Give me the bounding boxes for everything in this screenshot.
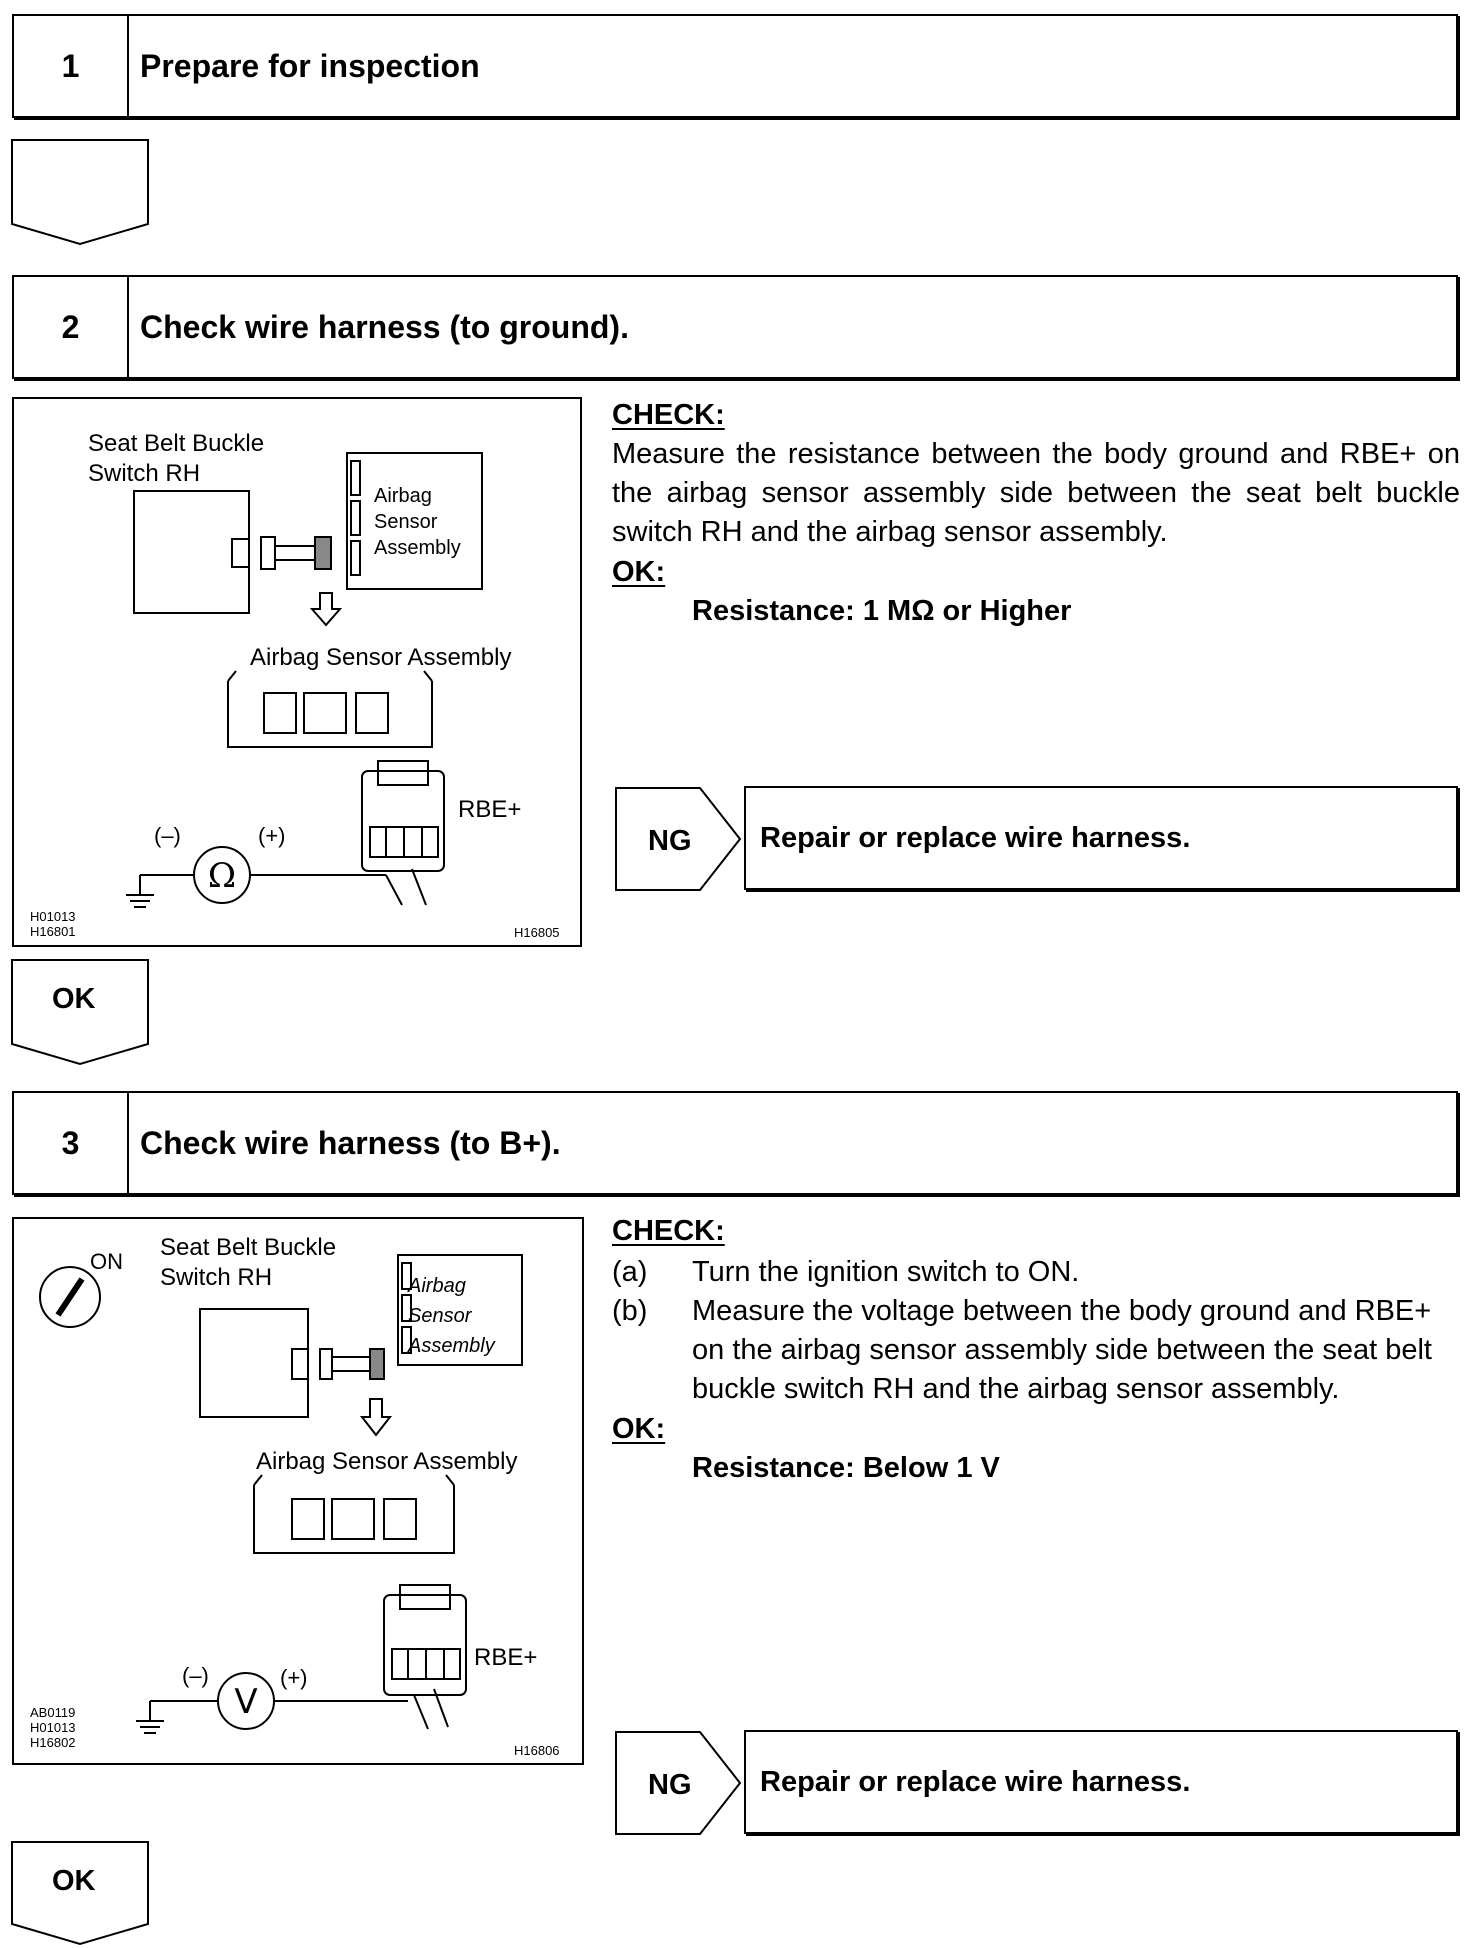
switch-label: Seat Belt Buckle Switch RH <box>88 430 265 487</box>
minus-label: (–) <box>182 1663 209 1688</box>
item-text: Turn the ignition switch to ON. <box>692 1256 1080 1288</box>
check-heading: CHECK: <box>612 399 725 431</box>
on-label: ON <box>90 1249 123 1274</box>
ok-heading: OK: <box>612 1413 666 1445</box>
item-marker: (b) <box>612 1295 648 1327</box>
step-3-wiring-figure: ON Seat Belt Buckle Switch RH Airbag Sen… <box>12 1217 584 1765</box>
ok-criteria: Resistance: Below 1 V <box>692 1452 1000 1484</box>
ok-arrow-label: OK <box>52 983 96 1015</box>
step-2-wiring-figure: Seat Belt Buckle Switch RH Airbag Sensor… <box>12 397 582 947</box>
ok-arrow-icon <box>11 959 149 1066</box>
step-2-header: 2 Check wire harness (to ground). <box>12 275 1458 379</box>
ng-arrow-icon <box>615 1731 742 1835</box>
ok-heading: OK: <box>612 556 666 588</box>
plus-label: (+) <box>258 823 286 848</box>
step-number: 1 <box>14 16 129 116</box>
wiring-diagram: Ω <box>126 452 483 908</box>
step-3-header: 3 Check wire harness (to B+). <box>12 1091 1458 1195</box>
wiring-diagram: V <box>39 1254 523 1734</box>
figure-codes: AB0119 H01013 H16802 <box>30 1705 76 1750</box>
assembly-label: Airbag Sensor Assembly <box>256 1448 518 1475</box>
continue-arrow-icon <box>11 139 149 246</box>
check-heading: CHECK: <box>612 1215 725 1247</box>
item-marker: (a) <box>612 1256 648 1288</box>
terminal-label: RBE+ <box>474 1644 538 1671</box>
figure-codes: H01013 H16801 <box>30 909 76 939</box>
ng-arrow-icon <box>615 787 742 891</box>
step-title: Prepare for inspection <box>140 47 480 84</box>
ng-action-box: Repair or replace wire harness. <box>744 786 1458 890</box>
step-title: Check wire harness (to ground). <box>140 308 629 345</box>
sensor-label: Airbag Sensor Assembly <box>374 485 461 559</box>
ng-label: NG <box>648 825 692 857</box>
switch-label: Seat Belt Buckle Switch RH <box>160 1234 337 1291</box>
plus-label: (+) <box>280 1665 308 1690</box>
ok-criteria: Resistance: 1 MΩ or Higher <box>692 595 1072 627</box>
voltmeter-icon: V <box>234 1682 257 1722</box>
sensor-label: Airbag Sensor Assembly <box>408 1275 495 1357</box>
terminal-label: RBE+ <box>458 796 522 823</box>
step-1-header: 1 Prepare for inspection <box>12 14 1458 118</box>
step-title: Check wire harness (to B+). <box>140 1124 561 1161</box>
ok-arrow-icon <box>11 1841 149 1946</box>
assembly-label: Airbag Sensor Assembly <box>250 644 512 671</box>
ng-label: NG <box>648 1769 692 1801</box>
figure-code: H16805 <box>514 925 560 940</box>
minus-label: (–) <box>154 823 181 848</box>
step-number: 3 <box>14 1093 129 1193</box>
ok-arrow-label: OK <box>52 1865 96 1897</box>
ohm-meter-icon: Ω <box>208 856 236 896</box>
item-text: Measure the voltage between the body gro… <box>692 1295 1432 1405</box>
figure-code: H16806 <box>514 1743 560 1758</box>
check-text: Measure the resistance between the body … <box>612 438 1460 548</box>
ng-action-box: Repair or replace wire harness. <box>744 1730 1458 1834</box>
step-number: 2 <box>14 277 129 377</box>
